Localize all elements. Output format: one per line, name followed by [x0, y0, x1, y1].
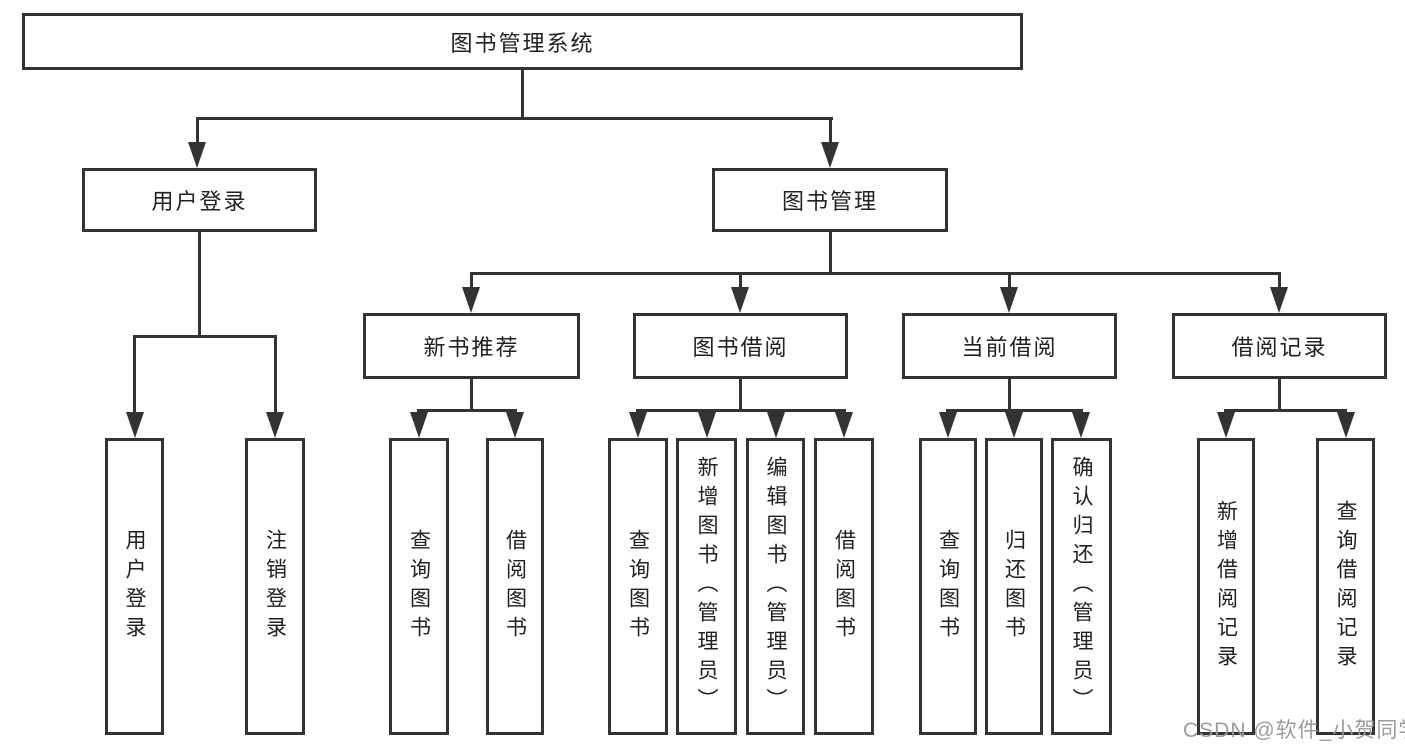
connector-line [470, 379, 473, 412]
connector-line [198, 232, 201, 338]
leaf-return-books: 归还图书 [985, 438, 1043, 735]
arrowhead-down-icon [188, 142, 206, 168]
arrowhead-down-icon [1217, 412, 1235, 438]
connector-line [133, 335, 136, 415]
connector-line [1278, 272, 1281, 290]
connector-line [636, 409, 846, 412]
leaf-confirm-return-admin: 确认归还（管理员） [1051, 438, 1112, 735]
connector-line [196, 117, 199, 146]
arrowhead-down-icon [1000, 287, 1018, 313]
arrowhead-down-icon [506, 412, 524, 438]
connector-line [274, 335, 277, 415]
leaf-user-login: 用户登录 [105, 438, 164, 735]
arrowhead-down-icon [731, 287, 749, 313]
leaf-add-book-admin: 新增图书（管理员） [676, 438, 737, 735]
arrowhead-down-icon [1072, 412, 1090, 438]
node-user-login: 用户登录 [82, 168, 317, 232]
leaf-query-books-borrow: 查询图书 [608, 438, 668, 735]
arrowhead-down-icon [767, 412, 785, 438]
connector-line [417, 409, 517, 412]
connector-line [946, 409, 1083, 412]
connector-line [196, 117, 833, 120]
leaf-query-books-recommend: 查询图书 [389, 438, 449, 735]
arrowhead-down-icon [629, 412, 647, 438]
arrowhead-down-icon [126, 412, 144, 438]
connector-line [133, 335, 277, 338]
leaf-borrow-books-recommend: 借阅图书 [486, 438, 544, 735]
connector-line [829, 232, 832, 275]
leaf-borrow-books: 借阅图书 [814, 438, 874, 735]
arrowhead-down-icon [1005, 412, 1023, 438]
arrowhead-down-icon [821, 142, 839, 168]
arrowhead-down-icon [835, 412, 853, 438]
node-borrowing-records: 借阅记录 [1172, 313, 1387, 379]
connector-line [739, 272, 742, 290]
node-current-borrowing: 当前借阅 [902, 313, 1117, 379]
connector-line [1008, 272, 1011, 290]
leaf-query-books-current: 查询图书 [919, 438, 977, 735]
connector-line [1224, 409, 1347, 412]
arrowhead-down-icon [939, 412, 957, 438]
node-book-management: 图书管理 [712, 168, 948, 232]
arrowhead-down-icon [1337, 412, 1355, 438]
connector-line [739, 379, 742, 412]
connector-line [521, 70, 524, 120]
connector-line [470, 272, 1281, 275]
arrowhead-down-icon [410, 412, 428, 438]
leaf-query-borrow-record: 查询借阅记录 [1316, 438, 1375, 735]
leaf-logout: 注销登录 [245, 438, 305, 735]
connector-line [470, 272, 473, 290]
leaf-add-borrow-record: 新增借阅记录 [1197, 438, 1255, 735]
leaf-edit-book-admin: 编辑图书（管理员） [746, 438, 805, 735]
arrowhead-down-icon [462, 287, 480, 313]
arrowhead-down-icon [266, 412, 284, 438]
arrowhead-down-icon [1270, 287, 1288, 313]
node-new-book-recommendation: 新书推荐 [363, 313, 580, 379]
arrowhead-down-icon [698, 412, 716, 438]
csdn-watermark: CSDN @软件_小贺同学 [1183, 719, 1405, 742]
node-library-management-system: 图书管理系统 [22, 13, 1023, 70]
connector-line [1278, 379, 1281, 412]
connector-line [1008, 379, 1011, 412]
node-book-borrowing: 图书借阅 [633, 313, 848, 379]
connector-line [829, 117, 832, 146]
